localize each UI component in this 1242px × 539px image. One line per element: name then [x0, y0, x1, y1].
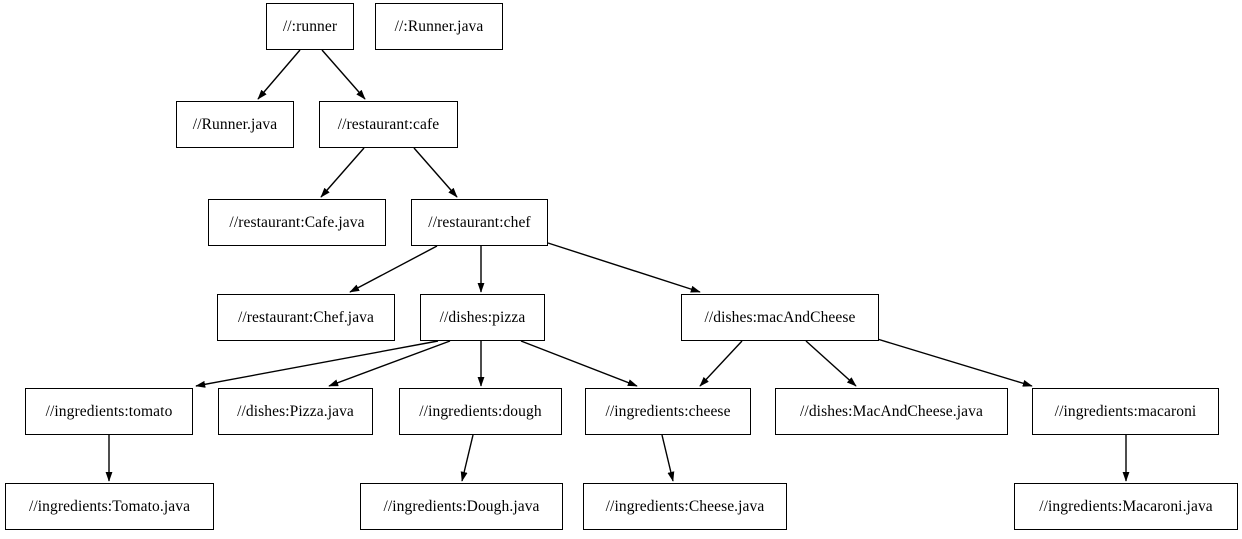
- graph-node-label: //restaurant:cafe: [337, 115, 440, 133]
- graph-edge-runner-to-restaurant_cafe: [321, 49, 366, 100]
- graph-node-label: //Runner.java: [192, 115, 278, 133]
- graph-node-ing_dough[interactable]: //ingredients:dough: [399, 388, 562, 435]
- graph-node-runner_java[interactable]: //Runner.java: [176, 101, 294, 148]
- graph-node-cafe_java[interactable]: //restaurant:Cafe.java: [208, 199, 386, 246]
- graph-edge-dishes_pizza-to-ing_tomato: [195, 340, 439, 388]
- graph-node-ing_macaroni[interactable]: //ingredients:macaroni: [1032, 388, 1219, 435]
- graph-node-label: //restaurant:chef: [428, 213, 531, 231]
- graph-node-label: //ingredients:Dough.java: [383, 497, 540, 515]
- graph-edge-restaurant_cafe-to-cafe_java: [320, 147, 365, 198]
- graph-node-pizza_java[interactable]: //dishes:Pizza.java: [218, 388, 373, 435]
- graph-node-label: //:runner: [282, 17, 338, 35]
- graph-node-tomato_java[interactable]: //ingredients:Tomato.java: [5, 483, 214, 530]
- graph-node-label: //ingredients:Cheese.java: [605, 497, 765, 515]
- graph-node-ing_cheese[interactable]: //ingredients:cheese: [585, 388, 751, 435]
- graph-edge-dishes_pizza-to-pizza_java: [328, 340, 451, 387]
- graph-node-label: //ingredients:macaroni: [1054, 402, 1197, 420]
- graph-node-label: //dishes:macAndCheese: [704, 308, 856, 326]
- graph-node-label: //ingredients:tomato: [45, 402, 173, 420]
- graph-node-label: //:Runner.java: [394, 17, 484, 35]
- graph-node-chef_java[interactable]: //restaurant:Chef.java: [217, 294, 395, 341]
- graph-node-label: //dishes:MacAndCheese.java: [800, 402, 983, 420]
- graph-node-cheese_java[interactable]: //ingredients:Cheese.java: [583, 483, 787, 530]
- graph-edge-ing_dough-to-dough_java: [460, 434, 474, 482]
- graph-edge-restaurant_chef-to-dishes_mac: [547, 242, 701, 293]
- graph-node-runner[interactable]: //:runner: [266, 3, 354, 50]
- graph-edge-restaurant_cafe-to-restaurant_chef: [413, 147, 458, 198]
- graph-node-label: //restaurant:Cafe.java: [229, 213, 365, 231]
- graph-node-label: //ingredients:Tomato.java: [28, 497, 191, 515]
- graph-edge-runner-to-runner_java: [257, 49, 301, 100]
- graph-node-label: //ingredients:Macaroni.java: [1039, 497, 1213, 515]
- graph-node-ing_tomato[interactable]: //ingredients:tomato: [25, 388, 193, 435]
- graph-node-mac_java[interactable]: //dishes:MacAndCheese.java: [775, 388, 1008, 435]
- graph-node-label: //restaurant:Chef.java: [237, 308, 375, 326]
- graph-edge-restaurant_chef-to-chef_java: [349, 245, 438, 293]
- graph-edge-dishes_pizza-to-ing_cheese: [520, 340, 638, 387]
- graph-node-label: //ingredients:dough: [419, 402, 542, 420]
- graph-edge-dishes_mac-to-mac_java: [805, 340, 857, 387]
- graph-node-dishes_pizza[interactable]: //dishes:pizza: [420, 294, 545, 341]
- graph-node-restaurant_chef[interactable]: //restaurant:chef: [411, 199, 548, 246]
- graph-node-label: //dishes:Pizza.java: [237, 402, 354, 420]
- graph-edge-dishes_mac-to-ing_macaroni: [873, 337, 1033, 387]
- graph-edge-dishes_mac-to-ing_cheese: [699, 340, 743, 387]
- graph-node-dishes_mac[interactable]: //dishes:macAndCheese: [681, 294, 879, 341]
- graph-node-macaroni_java[interactable]: //ingredients:Macaroni.java: [1014, 483, 1238, 530]
- graph-node-runner_java_root[interactable]: //:Runner.java: [375, 3, 503, 50]
- graph-node-restaurant_cafe[interactable]: //restaurant:cafe: [319, 101, 458, 148]
- graph-node-dough_java[interactable]: //ingredients:Dough.java: [360, 483, 563, 530]
- graph-node-label: //dishes:pizza: [439, 308, 526, 326]
- graph-edge-ing_cheese-to-cheese_java: [661, 434, 675, 482]
- graph-node-label: //ingredients:cheese: [605, 402, 731, 420]
